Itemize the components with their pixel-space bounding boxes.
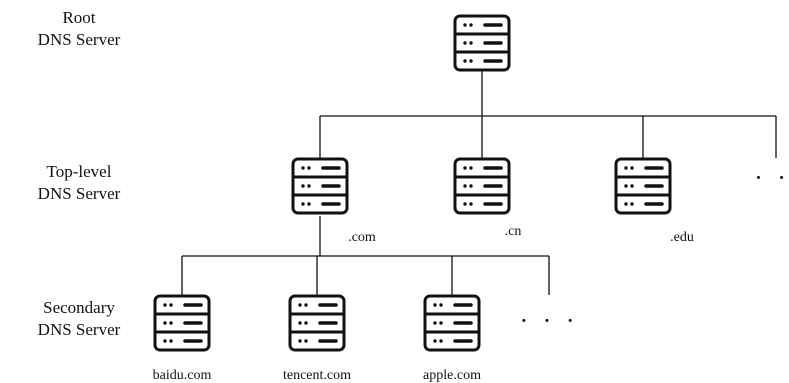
server-icon xyxy=(153,294,211,352)
top-level-server-label: .edu xyxy=(670,230,694,245)
secondary-level-label-line2: DNS Server xyxy=(37,320,121,339)
server-icon xyxy=(291,157,349,215)
top-level-ellipsis: · · xyxy=(754,163,789,192)
secondary-server-tencent: tencent.com xyxy=(283,294,351,383)
server-icon xyxy=(453,157,511,215)
root-level-label-line1: Root xyxy=(62,8,96,27)
server-icon xyxy=(453,14,511,72)
secondary-server-label: baidu.com xyxy=(153,368,212,383)
secondary-ellipsis: · · · xyxy=(520,306,579,335)
root-level-label: Root DNS Server xyxy=(0,7,158,51)
top-level-server-cn: .cn xyxy=(453,157,522,239)
secondary-level-label-line1: Secondary xyxy=(43,298,115,317)
top-level-label-line1: Top-level xyxy=(46,162,112,181)
top-level-server-com: .com xyxy=(291,157,376,245)
secondary-server-label: tencent.com xyxy=(283,368,351,383)
com-connectors xyxy=(181,216,550,295)
server-icon xyxy=(614,157,672,215)
server-icon xyxy=(288,294,346,352)
secondary-server-baidu: baidu.com xyxy=(153,294,212,383)
root-connectors xyxy=(319,70,777,158)
top-level-server-label: .com xyxy=(348,230,376,245)
secondary-server-apple: apple.com xyxy=(423,294,481,383)
top-level-label-line2: DNS Server xyxy=(37,184,121,203)
top-level-server-label: .cn xyxy=(505,224,522,239)
top-level-label: Top-level DNS Server xyxy=(0,161,158,205)
secondary-server-label: apple.com xyxy=(423,368,481,383)
top-level-server-edu: .edu xyxy=(614,157,694,245)
server-icon xyxy=(423,294,481,352)
root-level-label-line2: DNS Server xyxy=(37,30,121,49)
secondary-level-label: Secondary DNS Server xyxy=(0,297,158,341)
root-server xyxy=(453,14,511,72)
